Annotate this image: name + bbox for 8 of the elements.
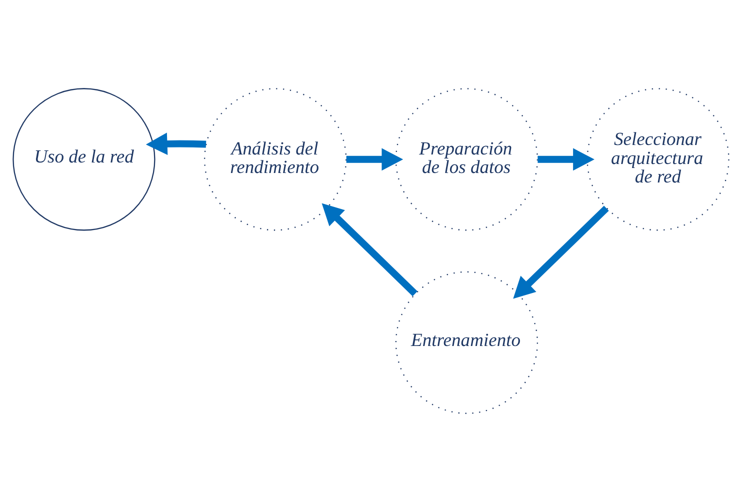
- arrow: [146, 132, 206, 156]
- node-circle: Uso de la red: [12, 88, 156, 231]
- arrow: [538, 148, 594, 171]
- arrow: [322, 203, 418, 296]
- node-circle: Preparación de los datos: [395, 88, 538, 231]
- node-circle: Seleccionar arquitectura de red: [586, 88, 730, 231]
- arrow: [513, 206, 609, 299]
- arrow: [346, 148, 404, 171]
